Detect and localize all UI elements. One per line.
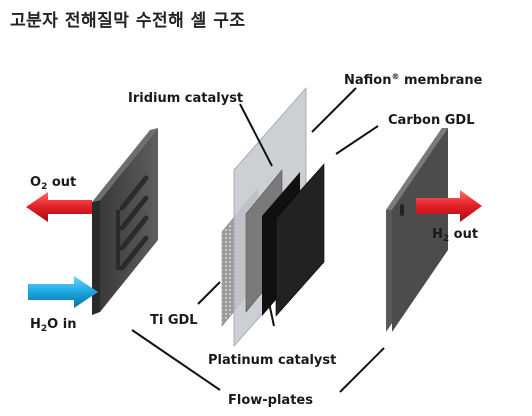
h2o-in-arrow <box>28 276 98 308</box>
label-o2-out: O2 out <box>30 175 76 192</box>
label-platinum-catalyst: Platinum catalyst <box>208 353 336 368</box>
label-iridium-catalyst: Iridium catalyst <box>128 91 243 106</box>
h2-out-arrow <box>416 190 482 222</box>
label-ti-gdl: Ti GDL <box>150 313 198 328</box>
label-h2o-in: H2O in <box>30 317 76 334</box>
label-nafion-membrane: Nafion® membrane <box>344 72 483 88</box>
label-h2-out: H2 out <box>432 227 478 244</box>
right-flow-plate <box>386 128 448 332</box>
label-carbon-gdl: Carbon GDL <box>388 113 475 128</box>
left-flow-plate <box>92 128 158 315</box>
label-flow-plates: Flow-plates <box>228 393 313 408</box>
o2-out-arrow <box>26 192 92 222</box>
carbon-gdl-layer <box>275 163 325 317</box>
leader-lines <box>131 87 385 393</box>
page-title: 고분자 전해질막 수전해 셀 구조 <box>10 11 246 31</box>
